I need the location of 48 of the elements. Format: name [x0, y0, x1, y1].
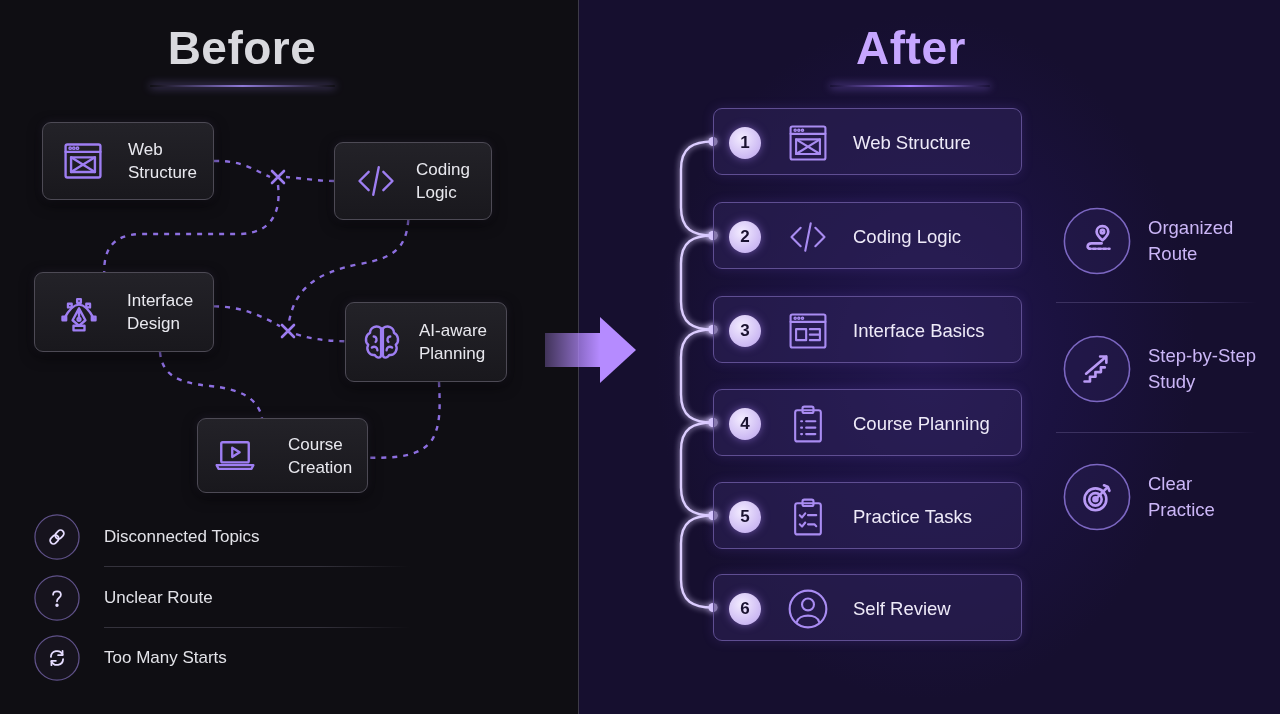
- topic-label: Course Creation: [288, 433, 354, 479]
- step-card: [713, 202, 1022, 269]
- step-label: Self Review: [853, 596, 951, 621]
- problem-label: Unclear Route: [104, 587, 214, 609]
- benefit-label: Organized Route: [1148, 216, 1235, 266]
- dashed-connector: [214, 159, 271, 179]
- dashed-connector: [103, 184, 280, 273]
- dashed-connector: [158, 351, 264, 419]
- step-label: Coding Logic: [853, 224, 961, 249]
- topic-label: Interface Design: [127, 290, 195, 335]
- dashed-connector: [368, 381, 441, 459]
- step-number-badge: 4: [729, 407, 761, 440]
- dashed-connector: [285, 175, 334, 183]
- topic-card: [345, 302, 507, 382]
- benefit-label: Step-by-Step Study: [1148, 344, 1257, 394]
- step-card: [713, 296, 1022, 363]
- section-heading: Before: [166, 21, 318, 75]
- topic-label: AI-aware Planning: [419, 320, 489, 365]
- step-number-badge: 6: [729, 592, 761, 625]
- topic-card: [42, 122, 214, 200]
- topic-card: [334, 142, 492, 220]
- step-number-badge: 2: [729, 220, 761, 253]
- step-number-badge: 5: [729, 500, 761, 533]
- topic-card: [197, 418, 368, 493]
- dashed-connector: [295, 333, 346, 343]
- cross-mark: [280, 323, 296, 339]
- problem-label: Too Many Starts: [104, 647, 228, 669]
- benefit-label: Clear Practice: [1148, 472, 1216, 522]
- step-card: [713, 389, 1022, 456]
- step-number-badge: 3: [729, 314, 761, 347]
- timeline-connector: [679, 510, 718, 613]
- transition-arrow: [545, 316, 636, 383]
- topic-card: [34, 272, 214, 352]
- dashed-connector: [213, 305, 281, 328]
- step-card: [713, 108, 1022, 175]
- step-label: Interface Basics: [853, 318, 985, 343]
- step-card: [713, 574, 1022, 641]
- topic-label: Web Structure: [128, 139, 198, 184]
- topic-label: Coding Logic: [416, 159, 471, 204]
- step-label: Course Planning: [853, 411, 990, 436]
- cross-mark: [270, 169, 286, 185]
- problem-label: Disconnected Topics: [104, 526, 261, 548]
- section-heading: After: [855, 21, 967, 75]
- step-label: Practice Tasks: [853, 504, 972, 529]
- step-card: [713, 482, 1022, 549]
- dashed-connector: [287, 219, 410, 324]
- step-number-badge: 1: [729, 126, 761, 159]
- step-label: Web Structure: [853, 130, 971, 155]
